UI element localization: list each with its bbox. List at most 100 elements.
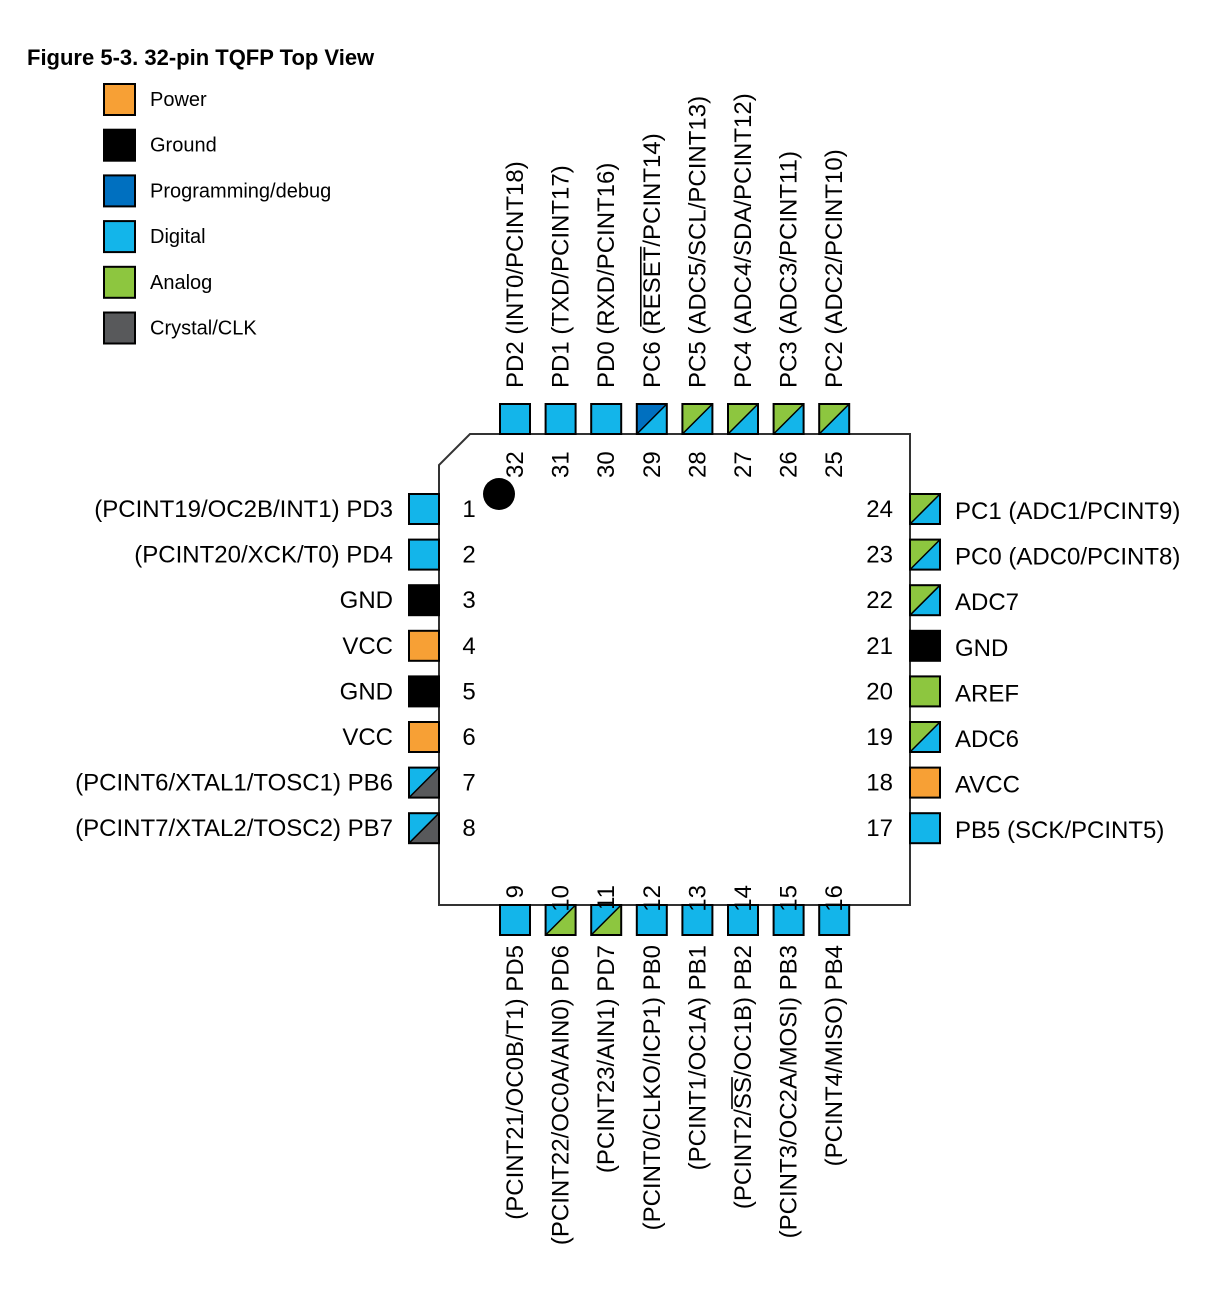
pin-13-outline xyxy=(681,904,714,936)
figure-title: Figure 5-3. 32-pin TQFP Top View xyxy=(27,45,375,70)
pin-label-group: PC5 (ADC5/SCL/PCINT13) xyxy=(684,96,711,388)
pin-number: 20 xyxy=(866,678,893,705)
pin-number: 27 xyxy=(730,451,757,478)
pin-5-outline xyxy=(408,675,440,708)
pin-number: 28 xyxy=(684,451,711,478)
pin-31: PD1 (TXD/PCINT17)31 xyxy=(544,165,577,478)
pin-label-group: (PCINT4/MISO) PB4 xyxy=(821,945,848,1166)
pin-label: (PCINT1/OC1A) PB1 xyxy=(684,945,711,1170)
pin-number: 15 xyxy=(776,885,803,912)
pin-number: 24 xyxy=(866,496,893,523)
pin-label: AREF xyxy=(955,680,1019,707)
pin-label-group: PD2 (INT0/PCINT18) xyxy=(502,161,529,388)
legend-swatch-digital xyxy=(103,220,136,254)
pin-label: PB5 (SCK/PCINT5) xyxy=(955,817,1164,844)
pin-label-group: PC2 (ADC2/PCINT10) xyxy=(821,149,848,388)
pin-number: 30 xyxy=(593,451,620,478)
pin-24-outline xyxy=(909,493,941,525)
pin-label: PD2 (INT0/PCINT18) xyxy=(502,161,529,388)
pin-label: PC5 (ADC5/SCL/PCINT13) xyxy=(684,96,711,388)
pin-25-outline xyxy=(818,403,851,435)
pin-18-outline xyxy=(909,766,941,799)
pin-3-pad xyxy=(409,585,439,616)
pin-17-pad xyxy=(910,813,940,844)
pin-11-pad-divider xyxy=(590,904,622,936)
pin-label: (PCINT23/AIN1) PD7 xyxy=(593,945,620,1173)
pin-label: PC2 (ADC2/PCINT10) xyxy=(821,149,848,388)
pin-label: AVCC xyxy=(955,772,1020,799)
pin-13-pad xyxy=(682,905,713,935)
pin-31-pad xyxy=(545,404,576,434)
pin-9-outline xyxy=(499,904,531,936)
pin-20-pad xyxy=(910,676,940,707)
pin-number: 1 xyxy=(462,496,475,523)
pin-number: 12 xyxy=(639,885,666,912)
pin-label: (PCINT20/XCK/T0) PD4 xyxy=(134,542,393,569)
pin-label: PC4 (ADC4/SDA/PCINT12) xyxy=(730,93,757,388)
pin-12-outline xyxy=(635,904,668,936)
pin-27: PC4 (ADC4/SDA/PCINT12) 27 xyxy=(727,93,759,478)
pin-14-pad xyxy=(728,905,758,935)
pin-30: PD0 (RXD/PCINT16) 30 xyxy=(590,163,623,478)
pin-number: 6 xyxy=(462,724,475,751)
pin-1-outline xyxy=(408,493,440,525)
pin-19-outline xyxy=(909,721,941,753)
pin-26-pad-divider xyxy=(773,403,805,435)
pin-8-outline xyxy=(408,812,440,845)
pin-28-outline xyxy=(681,403,714,435)
pin-label: PC0 (ADC0/PCINT8) xyxy=(955,544,1180,571)
pin-28: PC5 (ADC5/SCL/PCINT13) 28 xyxy=(681,96,714,478)
pin-number: 16 xyxy=(821,885,848,912)
pin-16-outline xyxy=(818,904,851,936)
pin-label: PD0 (RXD/PCINT16) xyxy=(593,163,620,388)
pin-label: VCC xyxy=(342,724,393,751)
pin-6-outline xyxy=(408,721,440,753)
pin-label: (PCINT0/CLKO/ICP1) PB0 xyxy=(639,945,666,1230)
pin-number: 25 xyxy=(821,451,848,478)
legend-label: Digital xyxy=(150,226,206,248)
pin-number: 23 xyxy=(866,542,893,569)
pin-number: 29 xyxy=(639,451,666,478)
pin-20: AREF 20 xyxy=(866,675,1019,708)
pin-label: VCC xyxy=(342,633,393,660)
pin-21-outline xyxy=(909,629,941,662)
pin-8-pad-divider xyxy=(408,812,440,844)
pin-label: (PCINT3/OC2A/MOSI) PB3 xyxy=(776,945,803,1238)
pin-number: 31 xyxy=(548,451,575,478)
pin-11-outline xyxy=(590,904,623,936)
pin-label: (PCINT2/SS/OC1B) PB2 xyxy=(730,945,757,1209)
pin-18-pad xyxy=(910,767,940,798)
pin-number: 11 xyxy=(593,885,620,910)
pin-26-outline xyxy=(772,403,805,435)
pin-number: 9 xyxy=(502,885,529,898)
legend-label: Crystal/CLK xyxy=(150,318,257,340)
pin-21-pad xyxy=(910,630,940,661)
pin-19-pad-divider xyxy=(909,721,941,753)
pin-label: (PCINT6/XTAL1/TOSC1) PB6 xyxy=(75,770,393,797)
pin-number: 7 xyxy=(462,770,475,797)
pin-23: PC0 (ADC0/PCINT8) 23 xyxy=(866,538,1180,571)
pin-32: PD2 (INT0/PCINT18)32 xyxy=(499,161,531,478)
pin-label-group: (PCINT3/OC2A/MOSI) PB3 xyxy=(776,945,803,1238)
pin-number: 21 xyxy=(866,633,893,660)
pin-10-pad-divider xyxy=(545,904,577,936)
pin-16-pad xyxy=(819,905,850,935)
pin-12: (PCINT0/CLKO/ICP1) PB0 12 xyxy=(635,885,668,1230)
pin-23-outline xyxy=(909,538,941,571)
pin-number: 4 xyxy=(462,633,475,660)
pin-6-pad xyxy=(409,722,439,752)
pin-label-group: (PCINT0/CLKO/ICP1) PB0 xyxy=(639,945,666,1230)
pin-4: VCC 4 xyxy=(342,629,476,662)
pin-number: 3 xyxy=(462,587,475,614)
legend: PowerGroundProgramming/debugDigitalAnalo… xyxy=(103,83,331,345)
pin-16: (PCINT4/MISO) PB4 16 xyxy=(818,885,851,1166)
pin-label: ADC6 xyxy=(955,726,1019,753)
